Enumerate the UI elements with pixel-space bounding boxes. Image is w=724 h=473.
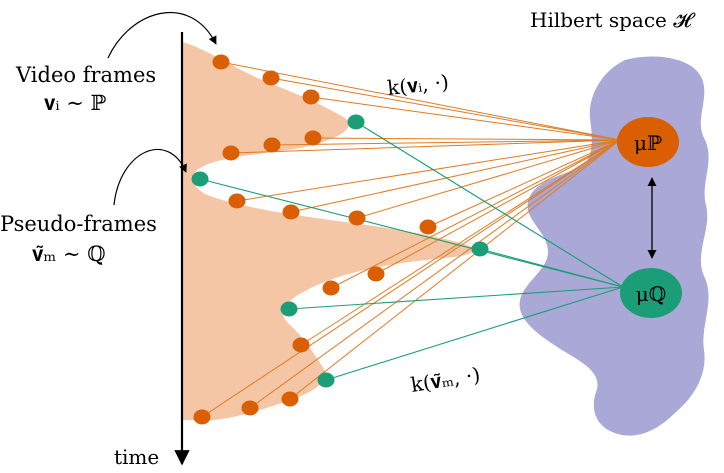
video-frame-point bbox=[322, 280, 340, 296]
video-kernel-line bbox=[230, 139, 621, 154]
video-kernel-line bbox=[271, 139, 621, 146]
video-frame-point bbox=[222, 145, 240, 161]
video-frame-point bbox=[292, 337, 310, 353]
video-kernel-line bbox=[356, 139, 621, 219]
video-frames-pointer-arrow bbox=[107, 11, 217, 59]
video-kernel-line bbox=[201, 139, 621, 418]
video-kernel-line bbox=[310, 96, 621, 141]
video-frames-title: Video frames bbox=[15, 63, 156, 87]
video-frames-distribution: 𝐯ᵢ ∼ ℙ bbox=[44, 91, 107, 115]
mu-p-node bbox=[617, 117, 679, 167]
kernel-pseudo-label: k(𝐯̃ₘ, ·) bbox=[409, 362, 482, 397]
pseudo-kernel-lines bbox=[199, 121, 624, 381]
time-axis-label: time bbox=[114, 445, 159, 469]
pseudo-frame-point bbox=[471, 241, 489, 257]
video-frame-point bbox=[193, 409, 211, 425]
mu-q-node bbox=[620, 268, 682, 318]
pseudo-frame-point bbox=[347, 114, 365, 130]
hilbert-space-label: Hilbert space 𝓗 bbox=[530, 8, 696, 32]
video-kernel-line bbox=[236, 139, 621, 202]
pseudo-frames-distribution: 𝐯̃ₘ ∼ ℚ bbox=[32, 242, 106, 266]
video-frame-point bbox=[419, 219, 437, 235]
video-kernel-line bbox=[330, 139, 621, 289]
video-kernel-line bbox=[312, 137, 621, 141]
video-distribution-region bbox=[182, 42, 475, 421]
pseudo-frame-point bbox=[191, 171, 209, 187]
video-frame-point bbox=[282, 204, 300, 220]
video-frame-point bbox=[241, 400, 259, 416]
video-kernel-line bbox=[300, 139, 621, 346]
video-frame-point bbox=[281, 391, 299, 407]
pseudo-kernel-line bbox=[355, 121, 624, 288]
video-kernel-line bbox=[249, 139, 621, 409]
kernel-video-label: k(𝐯ᵢ, ·) bbox=[386, 70, 450, 100]
pseudo-frame-points bbox=[191, 114, 489, 388]
video-kernel-line bbox=[290, 139, 621, 213]
video-kernel-line bbox=[220, 61, 621, 141]
video-frame-point bbox=[262, 70, 280, 86]
video-frame-points bbox=[193, 54, 437, 425]
pseudo-kernel-line bbox=[288, 286, 624, 310]
pseudo-kernel-line bbox=[479, 248, 624, 288]
video-frame-point bbox=[228, 193, 246, 209]
video-kernel-lines bbox=[201, 61, 621, 418]
pseudo-frame-point bbox=[317, 372, 335, 388]
pseudo-kernel-line bbox=[325, 286, 624, 381]
hilbert-space-region bbox=[519, 56, 709, 436]
video-frame-point bbox=[304, 130, 322, 146]
video-frame-point bbox=[263, 137, 281, 153]
pseudo-frame-point bbox=[280, 301, 298, 317]
video-kernel-line bbox=[375, 139, 621, 275]
video-kernel-line bbox=[427, 139, 621, 228]
video-frame-point bbox=[302, 89, 320, 105]
video-frame-point bbox=[367, 266, 385, 282]
mu-p-label: μℙ bbox=[634, 131, 662, 155]
mu-q-label: μℚ bbox=[636, 282, 666, 306]
video-frame-point bbox=[348, 210, 366, 226]
pseudo-frames-title: Pseudo-frames bbox=[0, 212, 157, 236]
video-frame-point bbox=[212, 54, 230, 70]
pseudo-frames-pointer-arrow bbox=[113, 148, 187, 206]
pseudo-kernel-line bbox=[199, 178, 624, 288]
video-kernel-line bbox=[289, 139, 621, 400]
video-kernel-line bbox=[270, 77, 621, 141]
